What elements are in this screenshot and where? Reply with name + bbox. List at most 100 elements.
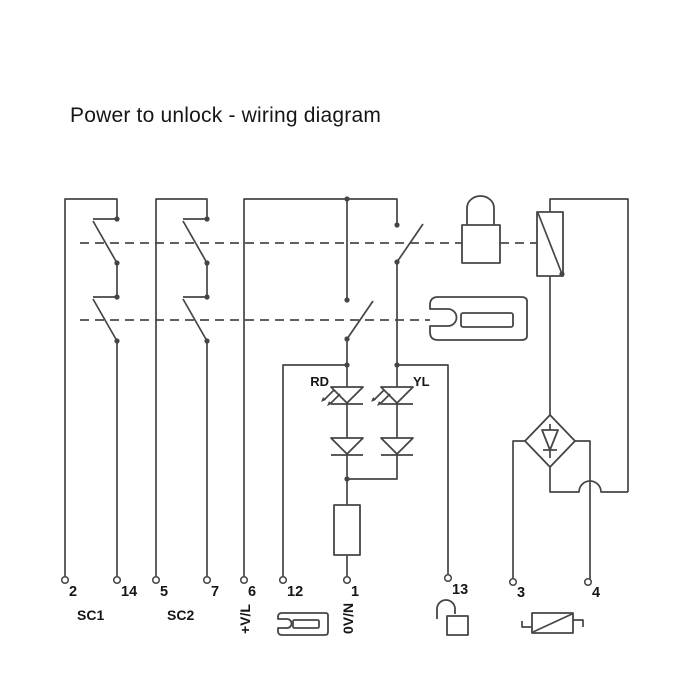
terminal-label: 5: [160, 584, 168, 600]
terminal-13: [443, 573, 453, 583]
actuator-diagonal: [537, 212, 563, 275]
padlock-closed-icon: [461, 195, 501, 264]
supply-neutral-label: 0V/N: [340, 603, 356, 634]
terminal-label: 6: [248, 584, 256, 600]
junction-dot: [394, 259, 400, 265]
terminal-label: 13: [452, 582, 468, 598]
junction-dot: [204, 216, 210, 222]
emission-arrow-head: [371, 397, 376, 402]
resistor: [333, 504, 361, 556]
junction-dot: [344, 476, 350, 482]
terminals: 2 14 5 7 6 12 1 13 3 4: [60, 573, 600, 601]
contact-arm: [92, 298, 118, 342]
main-feed-switches: [243, 196, 424, 577]
wire-terminal3: [512, 440, 525, 579]
led-triangle: [330, 386, 364, 404]
junction-dot: [204, 294, 210, 300]
terminal-2: [60, 575, 70, 585]
terminal-7: [202, 575, 212, 585]
strike-plate-icon: [429, 296, 528, 341]
junction-dot: [114, 216, 120, 222]
strike-slot: [292, 619, 320, 629]
padlock-body: [446, 615, 469, 636]
supply-live-label: +V/L: [237, 604, 253, 634]
strike-slot: [460, 312, 514, 328]
junction-dot: [344, 336, 350, 342]
junction-dot: [344, 297, 350, 303]
emission-arrow-head: [321, 397, 326, 402]
padlock-shackle: [466, 195, 495, 225]
lead-right: [573, 619, 584, 627]
emission-arrow: [379, 393, 391, 405]
indicator-branches: [282, 362, 449, 577]
terminal-14: [112, 575, 122, 585]
sc1-label: SC1: [77, 607, 104, 623]
no-contact-arm: [346, 300, 374, 340]
terminal-6: [239, 575, 249, 585]
lock-actuator-icon: [521, 612, 584, 634]
switch-sc2: [155, 198, 210, 577]
junction-dot: [394, 222, 400, 228]
terminal-12: [278, 575, 288, 585]
contact-arm: [92, 220, 118, 264]
emission-arrow-head: [377, 401, 382, 406]
diode-triangle: [541, 429, 559, 451]
wire: [64, 198, 118, 577]
terminal-3: [508, 577, 518, 587]
led-red-label: RD: [310, 374, 329, 389]
wire: [243, 198, 398, 577]
wire-terminal13: [397, 364, 449, 575]
padlock-shackle-open: [436, 599, 456, 619]
terminal-label: 2: [69, 584, 77, 600]
emission-arrow: [329, 393, 341, 405]
lock-actuator: [536, 211, 565, 277]
diode-triangle: [380, 437, 414, 455]
junction-dot: [344, 196, 350, 202]
terminal-1: [342, 575, 352, 585]
terminal-label: 4: [592, 585, 600, 601]
junction-dot: [114, 294, 120, 300]
junction-dot: [114, 338, 120, 344]
terminal-5: [151, 575, 161, 585]
wire-terminal12: [282, 364, 347, 577]
emission-arrow: [323, 389, 335, 401]
padlock-body: [461, 224, 501, 264]
led-yellow-label: YL: [413, 374, 430, 389]
junction-dot: [204, 260, 210, 266]
terminal-label: 1: [351, 584, 359, 600]
text-labels: SC1 SC2 +V/L 0V/N RD YL: [77, 374, 430, 634]
emission-arrow-head: [327, 401, 332, 406]
sc2-label: SC2: [167, 607, 194, 623]
emission-arrow: [373, 389, 385, 401]
junction-dot: [204, 338, 210, 344]
legend-icons: [277, 599, 584, 636]
terminal-label: 14: [121, 584, 137, 600]
lock-circuit: [429, 195, 629, 579]
mechanical-link-lines: [80, 242, 537, 321]
terminal-4: [583, 577, 593, 587]
page-title: Power to unlock - wiring diagram: [70, 104, 381, 127]
led-triangle: [380, 386, 414, 404]
switch-sc1: [64, 198, 120, 577]
wire-terminal4: [575, 440, 591, 579]
wire: [347, 455, 398, 480]
led-red: [321, 365, 364, 505]
contact-arm: [182, 220, 208, 264]
no-contact-arm: [396, 223, 424, 263]
led-yellow: [347, 365, 414, 480]
wire-with-crossover-hop: [549, 467, 628, 493]
actuator-diagonal: [532, 613, 573, 633]
terminal-label: 3: [517, 585, 525, 601]
strike-plate-small-icon: [277, 612, 329, 636]
junction-dot: [559, 271, 565, 277]
wire: [155, 198, 208, 577]
padlock-open-icon: [436, 599, 469, 636]
terminal-label: 7: [211, 584, 219, 600]
junction-dot: [114, 260, 120, 266]
lead-left: [521, 621, 532, 628]
terminal-label: 12: [287, 584, 303, 600]
contact-arm: [182, 298, 208, 342]
bridge-rectifier: [524, 414, 576, 468]
diode-triangle: [330, 437, 364, 455]
